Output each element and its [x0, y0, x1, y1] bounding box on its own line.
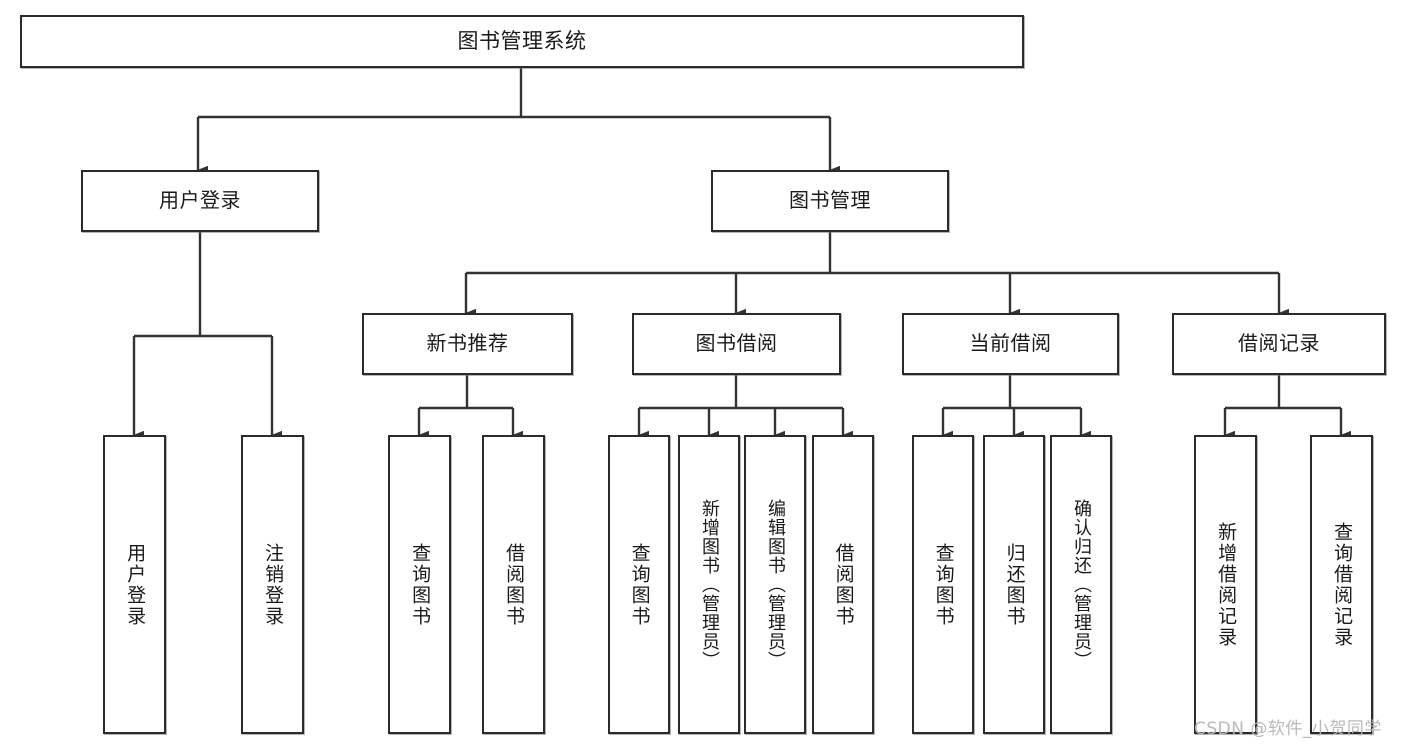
csdn-watermark: CSDN @软件_小贺同学 [1194, 719, 1382, 739]
node-label: 查询借阅记录 [1331, 521, 1354, 648]
level3-node-0[interactable]: 新书推荐 [362, 313, 573, 375]
leaf-node-0[interactable]: 用户登录 [103, 435, 166, 734]
node-label: 新书推荐 [426, 331, 509, 356]
node-label: 注销登录 [262, 542, 285, 627]
node-label: 查询图书 [628, 542, 651, 627]
node-label: 编辑图书（管理员） [764, 499, 786, 670]
leaf-node-9[interactable]: 归还图书 [983, 435, 1045, 734]
connector-edges [132, 68, 1351, 440]
leaf-node-12[interactable]: 查询借阅记录 [1310, 435, 1373, 734]
level2-node-0[interactable]: 用户登录 [81, 170, 319, 232]
root-node[interactable]: 图书管理系统 [20, 15, 1024, 68]
leaf-node-5[interactable]: 新增图书（管理员） [678, 435, 740, 734]
leaf-node-7[interactable]: 借阅图书 [812, 435, 874, 734]
leaf-node-3[interactable]: 借阅图书 [482, 435, 545, 734]
node-label: 当前借阅 [969, 331, 1052, 356]
level2-node-1[interactable]: 图书管理 [711, 170, 949, 232]
node-label: 借阅记录 [1238, 331, 1320, 356]
node-label: 确认归还（管理员） [1070, 499, 1092, 670]
node-label: 查询图书 [409, 542, 432, 627]
node-label: 新增借阅记录 [1215, 521, 1238, 648]
leaf-node-2[interactable]: 查询图书 [388, 435, 451, 734]
node-label: 图书管理 [789, 188, 871, 213]
node-label: 图书管理系统 [457, 29, 587, 54]
node-label: 归还图书 [1003, 542, 1026, 627]
node-label: 新增图书（管理员） [698, 499, 720, 670]
node-label: 用户登录 [124, 542, 147, 627]
node-label: 查询图书 [932, 542, 955, 627]
leaf-node-4[interactable]: 查询图书 [608, 435, 670, 734]
leaf-node-11[interactable]: 新增借阅记录 [1194, 435, 1257, 734]
leaf-node-10[interactable]: 确认归还（管理员） [1050, 435, 1112, 734]
node-label: 图书借阅 [695, 331, 778, 356]
node-label: 借阅图书 [503, 542, 526, 627]
node-label: 借阅图书 [832, 542, 855, 627]
level3-node-1[interactable]: 图书借阅 [632, 313, 841, 375]
level3-node-2[interactable]: 当前借阅 [902, 313, 1119, 375]
level3-node-3[interactable]: 借阅记录 [1172, 313, 1386, 375]
node-label: 用户登录 [159, 188, 241, 213]
leaf-node-6[interactable]: 编辑图书（管理员） [744, 435, 806, 734]
leaf-node-8[interactable]: 查询图书 [912, 435, 974, 734]
leaf-node-1[interactable]: 注销登录 [241, 435, 304, 734]
